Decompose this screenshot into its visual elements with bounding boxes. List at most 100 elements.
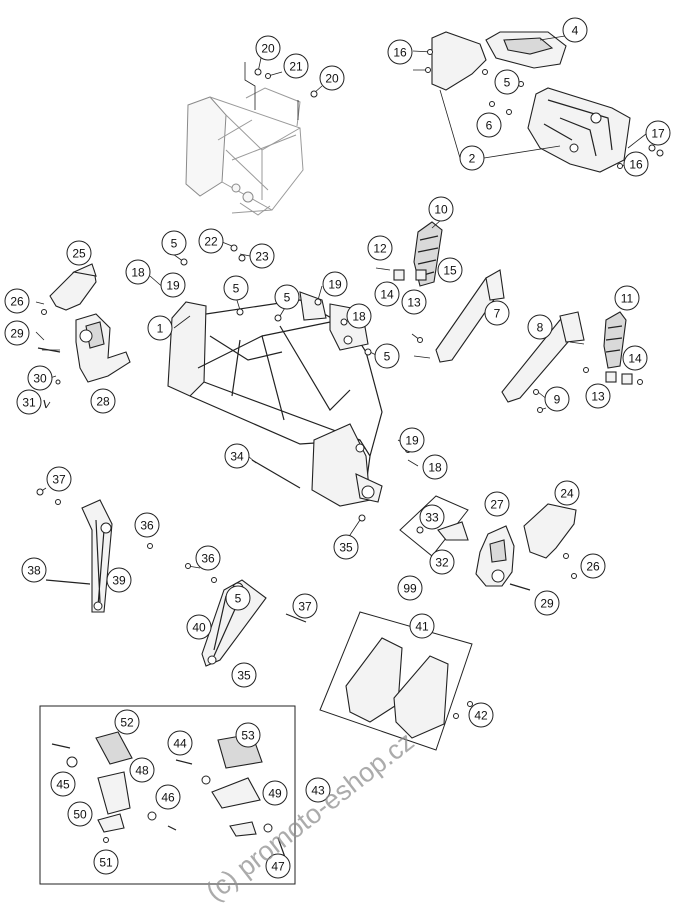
callout-circle <box>262 780 288 806</box>
callout-37: 37 <box>292 593 318 619</box>
callout-circle <box>16 389 42 415</box>
callout-circle <box>585 383 611 409</box>
callout-28: 28 <box>90 388 116 414</box>
bolt-part <box>36 488 44 496</box>
callout-number: 36 <box>140 519 154 533</box>
leader-line <box>439 89 561 159</box>
rider-footrest-bracket-left <box>49 263 131 383</box>
callout-19: 19 <box>399 427 425 453</box>
lever-part <box>437 521 469 541</box>
bolt-part <box>314 298 322 306</box>
bolt-part <box>254 68 262 76</box>
rider-footrest-bracket-right <box>475 503 577 587</box>
callout-circle <box>374 281 400 307</box>
callout-14: 14 <box>622 345 648 371</box>
side-cover-assembly <box>431 31 631 173</box>
callout-number: 34 <box>230 450 244 464</box>
callout-17: 17 <box>645 120 671 146</box>
kit-outline-99 <box>399 495 469 557</box>
callout-circle <box>429 549 455 575</box>
callout-number: 99 <box>403 582 417 596</box>
callout-number: 47 <box>271 860 285 874</box>
callout-circle <box>333 534 359 560</box>
callout-16: 16 <box>387 39 413 65</box>
callout-number: 52 <box>120 716 134 730</box>
callout-number: 46 <box>161 791 175 805</box>
callout-number: 12 <box>373 242 387 256</box>
callout-number: 40 <box>192 621 206 635</box>
screw-part <box>427 49 433 55</box>
callout-33: 33 <box>419 504 445 530</box>
callout-number: 29 <box>540 597 554 611</box>
bolt-part <box>180 258 188 266</box>
callout-number: 51 <box>99 856 113 870</box>
callout-number: 18 <box>428 461 442 475</box>
callout-number: 45 <box>56 778 70 792</box>
callout-35: 35 <box>333 534 359 560</box>
callout-circle <box>134 512 160 538</box>
callout-2: 2 <box>459 145 485 171</box>
leader-line <box>173 315 191 329</box>
callout-number: 13 <box>591 390 605 404</box>
callout-number: 32 <box>435 556 449 570</box>
callout-circle <box>614 285 640 311</box>
callout-number: 16 <box>393 46 407 60</box>
callout-number: 17 <box>651 127 665 141</box>
callout-number: 7 <box>494 307 501 321</box>
footrest-kit-box <box>39 705 296 885</box>
callout-51: 51 <box>93 849 119 875</box>
callout-10: 10 <box>428 196 454 222</box>
callout-circle <box>265 853 291 879</box>
callout-circle <box>534 590 560 616</box>
callout-41: 41 <box>409 613 435 639</box>
callout-number: 26 <box>10 295 24 309</box>
callout-21: 21 <box>283 53 309 79</box>
callout-1: 1 <box>147 315 173 341</box>
bolt-part <box>340 318 348 326</box>
grommet-part <box>230 244 238 252</box>
callout-circle <box>46 466 72 492</box>
callout-circle <box>249 243 275 269</box>
callout-20: 20 <box>255 35 281 61</box>
pin-part <box>55 379 61 385</box>
bolt-part <box>45 579 91 585</box>
callout-49: 49 <box>262 780 288 806</box>
callout-number: 20 <box>261 42 275 56</box>
callout-number: 18 <box>352 310 366 324</box>
callout-5: 5 <box>161 230 187 256</box>
leader-line <box>375 267 391 271</box>
callout-number: 26 <box>586 560 600 574</box>
callout-circle <box>292 593 318 619</box>
callout-29: 29 <box>4 320 30 346</box>
linkage-lever-left <box>81 499 113 613</box>
callout-number: 31 <box>22 396 36 410</box>
callout-number: 38 <box>27 564 41 578</box>
callout-circle <box>322 271 348 297</box>
callout-46: 46 <box>155 784 181 810</box>
callout-circle <box>90 388 116 414</box>
ghost-frame-drawing <box>185 87 304 216</box>
callout-number: 2 <box>469 152 476 166</box>
callout-number: 29 <box>10 327 24 341</box>
callout-number: 19 <box>405 434 419 448</box>
screw-part <box>533 389 539 395</box>
screw-part <box>417 337 423 343</box>
callout-number: 11 <box>621 292 634 306</box>
callout-42: 42 <box>468 702 494 728</box>
callout-26: 26 <box>580 553 606 579</box>
callout-29: 29 <box>534 590 560 616</box>
callout-number: 39 <box>112 574 126 588</box>
leader-line <box>35 301 60 409</box>
callout-number: 35 <box>237 669 251 683</box>
callout-number: 41 <box>415 620 429 634</box>
bolt-part <box>236 308 244 316</box>
callout-number: 42 <box>474 709 488 723</box>
bolt-part <box>416 526 424 534</box>
callout-50: 50 <box>67 801 93 827</box>
callout-circle <box>645 120 671 146</box>
callout-20: 20 <box>319 65 345 91</box>
long-bolt-part <box>251 459 301 489</box>
callout-circle <box>554 480 580 506</box>
callout-number: 35 <box>339 541 353 555</box>
callout-5: 5 <box>274 284 300 310</box>
